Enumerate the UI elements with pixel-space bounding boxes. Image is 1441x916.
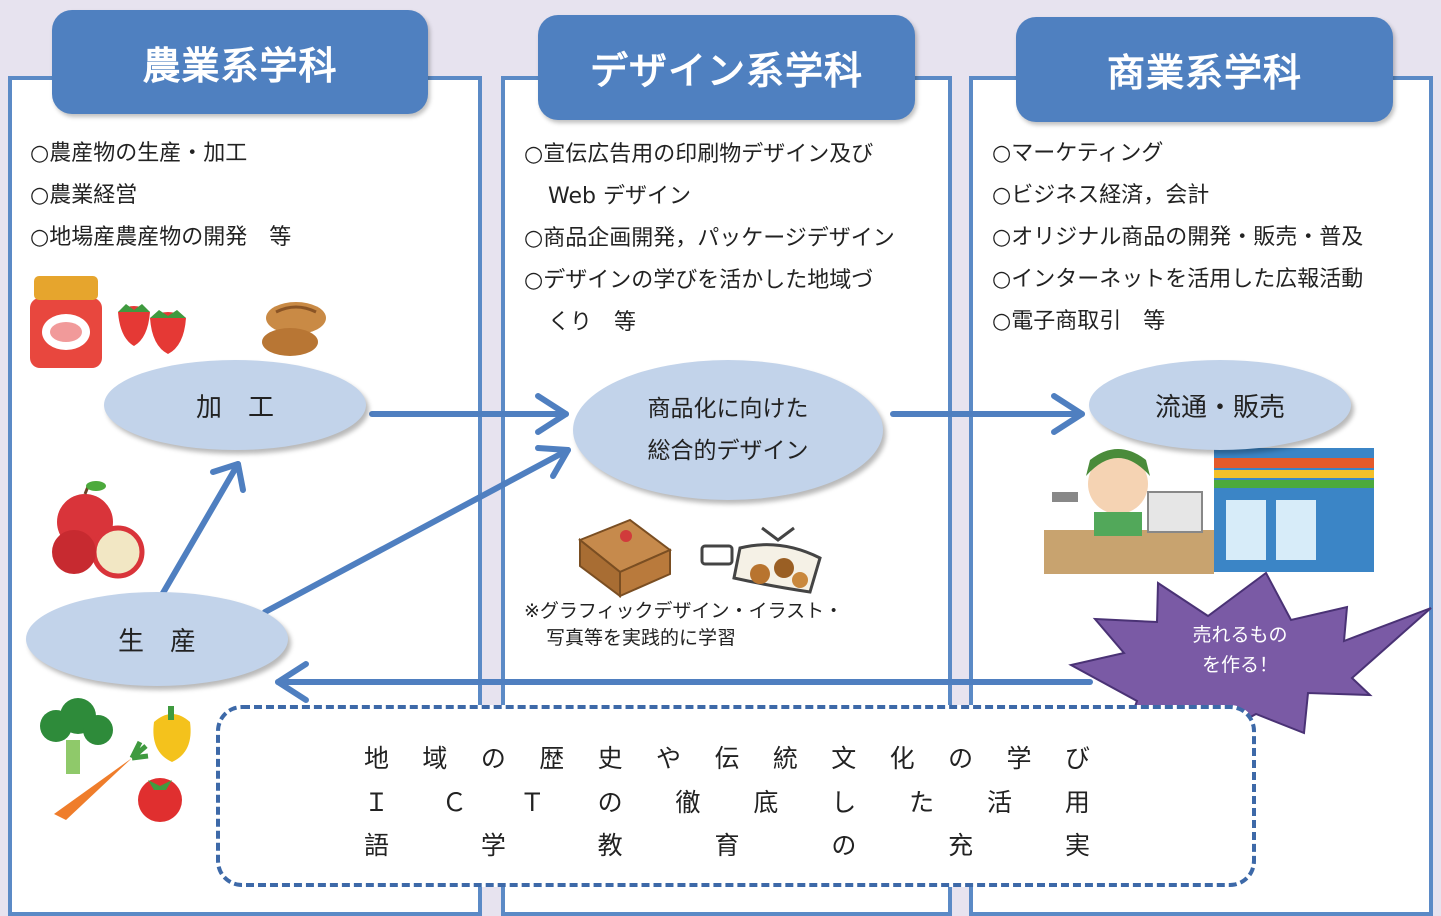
char: 域 <box>422 744 448 773</box>
node-design-line1: 商品化に向けた <box>647 396 809 422</box>
node-ryutsu: 流通・販売 <box>1089 360 1351 450</box>
char: 史 <box>597 744 623 773</box>
char: 活 <box>987 788 1013 817</box>
bread-icon <box>262 302 326 356</box>
char: の <box>480 744 506 773</box>
arrowhead <box>535 393 569 435</box>
char: 教 <box>597 831 623 860</box>
list-item: ○デザインの学びを活かした地域づ <box>524 268 874 293</box>
list-item: ○地場産農産物の開発 等 <box>30 225 292 250</box>
design-items: ○宣伝広告用の印刷物デザイン及び Web デザイン ○商品企画開発，パッケージデ… <box>524 134 895 344</box>
starburst-text: 売れるもの を作る！ <box>1160 620 1320 680</box>
char: の <box>948 744 974 773</box>
char: 育 <box>714 831 740 860</box>
arrowhead <box>535 445 571 479</box>
arrowhead <box>1051 393 1085 435</box>
char: 化 <box>889 744 915 773</box>
strawberry-icon <box>118 304 186 354</box>
char: 伝 <box>714 744 740 773</box>
char: 歴 <box>539 744 565 773</box>
starburst-line1: 売れるもの <box>1192 624 1288 646</box>
list-item: ○農業経営 <box>30 183 138 208</box>
bell-pepper-icon <box>153 706 191 762</box>
convenience-store-icon <box>1214 448 1374 572</box>
cashier-icon <box>1044 449 1214 574</box>
bottom-row-2: Ｉ Ｃ Ｔ の 徹 底 し た 活 用 <box>364 783 1090 819</box>
list-item: ○オリジナル商品の開発・販売・普及 <box>992 225 1364 250</box>
list-item: ○電子商取引 等 <box>992 309 1166 334</box>
list-item: ○ビジネス経済，会計 <box>992 183 1210 208</box>
list-item: ○インターネットを活用した広報活動 <box>992 267 1364 292</box>
arrowhead <box>275 661 309 703</box>
cookie-bag-icon <box>700 526 822 594</box>
arrowhead <box>210 461 246 493</box>
node-design-line2: 総合的デザイン <box>647 438 809 464</box>
char: や <box>656 744 682 773</box>
design-note-line2: 写真等を実践的に学習 <box>546 627 737 649</box>
char: の <box>831 831 857 860</box>
char: Ｔ <box>519 788 545 817</box>
node-design: 商品化に向けた 総合的デザイン <box>573 360 883 500</box>
char: 徹 <box>675 788 701 817</box>
char: の <box>597 788 623 817</box>
starburst-line2: を作る！ <box>1201 654 1278 676</box>
agri-items: ○農産物の生産・加工 ○農業経営 ○地場産農産物の開発 等 <box>30 133 291 259</box>
char: 文 <box>831 744 857 773</box>
char: 統 <box>772 744 798 773</box>
char: し <box>831 788 857 817</box>
bottom-row-1: 地 域 の 歴 史 や 伝 統 文 化 の 学 び <box>364 739 1090 775</box>
char: 地 <box>364 744 390 773</box>
gift-box-icon <box>578 518 672 598</box>
arrow-seisan-to-design <box>262 447 571 615</box>
char: Ｉ <box>364 788 390 817</box>
arrow-seisan-to-kakou <box>160 461 241 596</box>
char: び <box>1064 744 1090 773</box>
node-kakou: 加 工 <box>104 360 366 450</box>
char: 語 <box>364 831 390 860</box>
tomato-icon <box>138 778 182 822</box>
design-note-line1: ※グラフィックデザイン・イラスト・ <box>524 600 844 622</box>
char: 充 <box>948 831 974 860</box>
char: 用 <box>1064 788 1090 817</box>
list-item: Web デザイン <box>548 184 691 209</box>
apple-icon <box>52 481 145 579</box>
char: 学 <box>480 831 506 860</box>
list-item: ○商品企画開発，パッケージデザイン <box>524 226 895 251</box>
list-item: くり 等 <box>548 310 637 335</box>
char: 実 <box>1064 831 1090 860</box>
char: た <box>909 788 935 817</box>
char: Ｃ <box>441 788 467 817</box>
char: 学 <box>1006 744 1032 773</box>
node-seisan: 生 産 <box>26 592 288 686</box>
broccoli-icon <box>40 698 113 774</box>
agri-title: 農業系学科 <box>52 10 428 114</box>
list-item: ○宣伝広告用の印刷物デザイン及び <box>524 142 874 167</box>
bottom-row-3: 語 学 教 育 の 充 実 <box>364 826 1090 862</box>
bottom-dashed-box: 地 域 の 歴 史 や 伝 統 文 化 の 学 び Ｉ Ｃ Ｔ の 徹 底 し … <box>216 705 1256 887</box>
commerce-items: ○マーケティング ○ビジネス経済，会計 ○オリジナル商品の開発・販売・普及 ○イ… <box>992 133 1363 343</box>
list-item: ○農産物の生産・加工 <box>30 141 248 166</box>
starburst-shape <box>1068 571 1432 740</box>
char: 底 <box>753 788 779 817</box>
design-title: デザイン系学科 <box>538 15 915 120</box>
list-item: ○マーケティング <box>992 141 1164 166</box>
jam-jar-icon <box>30 276 102 368</box>
carrot-icon <box>54 740 149 820</box>
design-note: ※グラフィックデザイン・イラスト・ 写真等を実践的に学習 <box>524 598 843 652</box>
commerce-title: 商業系学科 <box>1016 17 1393 122</box>
